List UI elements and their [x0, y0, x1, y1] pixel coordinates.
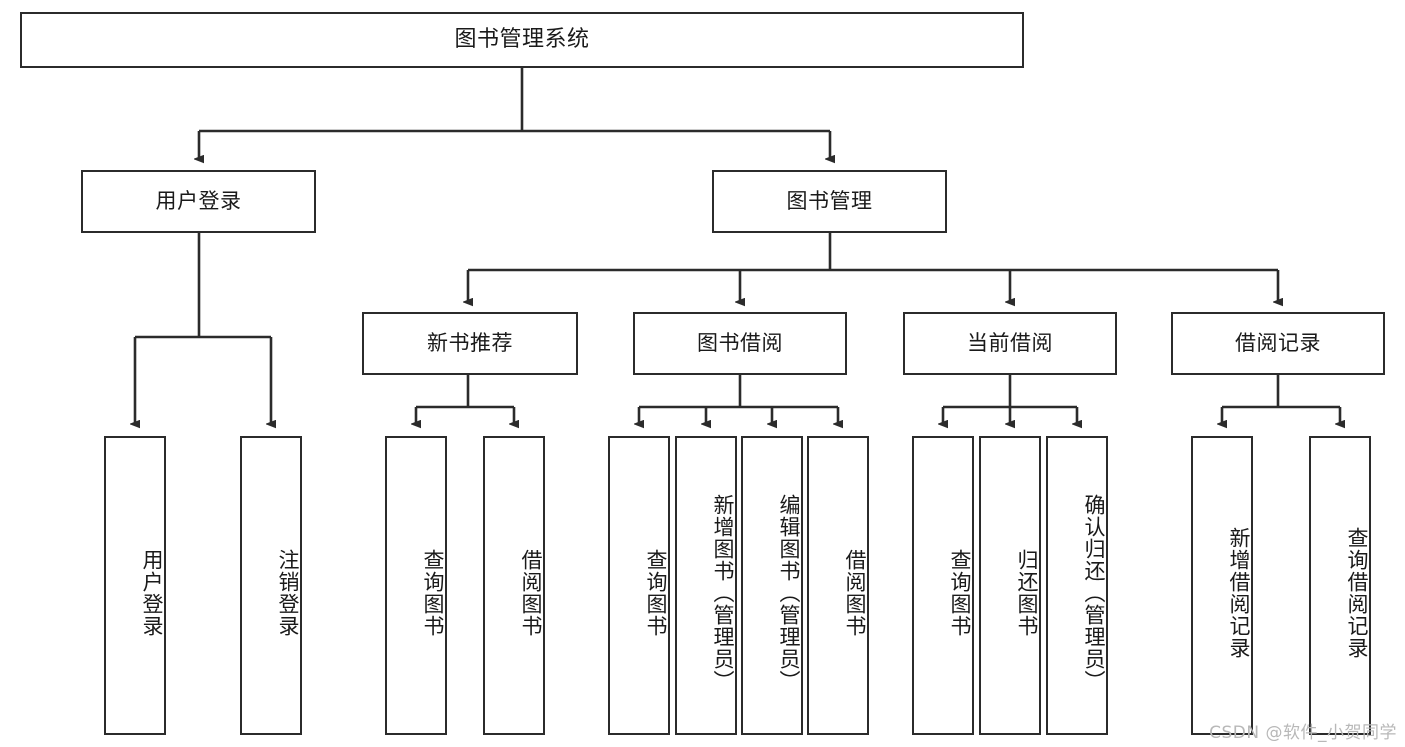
node-leaf-label: 查询图书: [421, 548, 445, 637]
node-leaf-user-logout[interactable]: 注销登录: [240, 436, 302, 735]
node-new-book-recommendation[interactable]: 新书推荐: [362, 312, 578, 375]
node-leaf-label: 新增图书（管理员）: [711, 493, 735, 692]
node-leaf-edit-book-admin[interactable]: 编辑图书（管理员）: [741, 436, 803, 735]
node-leaf-return-book[interactable]: 归还图书: [979, 436, 1041, 735]
node-leaf-label: 查询借阅记录: [1345, 526, 1369, 659]
node-leaf-query-book-current[interactable]: 查询图书: [912, 436, 974, 735]
node-book-management[interactable]: 图书管理: [712, 170, 947, 233]
node-leaf-label: 查询图书: [644, 548, 668, 637]
node-book-borrowing[interactable]: 图书借阅: [633, 312, 847, 375]
node-borrowing-record[interactable]: 借阅记录: [1171, 312, 1385, 375]
node-leaf-user-login[interactable]: 用户登录: [104, 436, 166, 735]
node-leaf-query-book-borrowing[interactable]: 查询图书: [608, 436, 670, 735]
node-leaf-confirm-return-admin[interactable]: 确认归还（管理员）: [1046, 436, 1108, 735]
node-leaf-label: 新增借阅记录: [1227, 526, 1251, 659]
node-leaf-query-borrow-record[interactable]: 查询借阅记录: [1309, 436, 1371, 735]
node-leaf-label: 查询图书: [948, 548, 972, 637]
node-leaf-label: 编辑图书（管理员）: [777, 493, 801, 692]
node-leaf-label: 借阅图书: [843, 548, 867, 637]
node-leaf-query-book-recommendation[interactable]: 查询图书: [385, 436, 447, 735]
node-leaf-add-book-admin[interactable]: 新增图书（管理员）: [675, 436, 737, 735]
node-root-book-management-system[interactable]: 图书管理系统: [20, 12, 1024, 68]
node-leaf-label: 用户登录: [140, 548, 164, 637]
node-leaf-label: 借阅图书: [519, 548, 543, 637]
node-leaf-label: 归还图书: [1015, 548, 1039, 637]
node-user-login[interactable]: 用户登录: [81, 170, 316, 233]
node-current-borrowing[interactable]: 当前借阅: [903, 312, 1117, 375]
node-leaf-label: 注销登录: [276, 548, 300, 637]
node-leaf-borrow-book-recommendation[interactable]: 借阅图书: [483, 436, 545, 735]
node-leaf-label: 确认归还（管理员）: [1082, 493, 1106, 692]
node-leaf-add-borrow-record[interactable]: 新增借阅记录: [1191, 436, 1253, 735]
node-leaf-borrow-book-borrowing[interactable]: 借阅图书: [807, 436, 869, 735]
